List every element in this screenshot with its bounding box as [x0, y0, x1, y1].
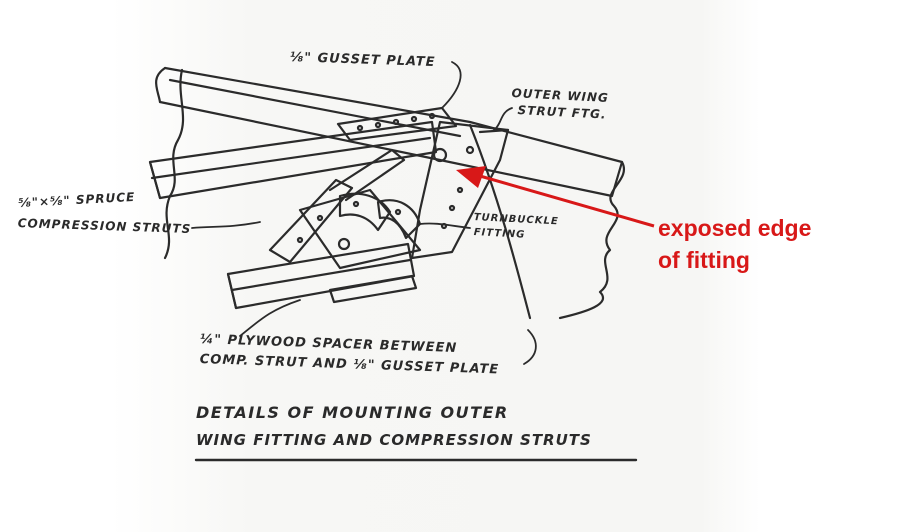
- gusset-plate: [336, 106, 458, 142]
- annotation-text-line2: of fitting: [658, 247, 750, 273]
- annotation-arrow: [456, 166, 655, 228]
- caption-line2: WING FITTING AND COMPRESSION STRUTS: [196, 431, 592, 449]
- annotation-text-line1: exposed edge: [658, 215, 812, 241]
- lower-compression-strut: [226, 242, 416, 310]
- diagonal-brace: [268, 148, 406, 264]
- broken-wing-end: [468, 123, 625, 320]
- caption-line1: DETAILS OF MOUNTING OUTER: [196, 403, 509, 422]
- fitting-body: [298, 188, 422, 270]
- left-torn-edge: [163, 68, 185, 260]
- plywood-spacer: [328, 274, 418, 304]
- outer-wing-strut-fitting: [410, 120, 510, 260]
- leader-lines: [191, 61, 537, 365]
